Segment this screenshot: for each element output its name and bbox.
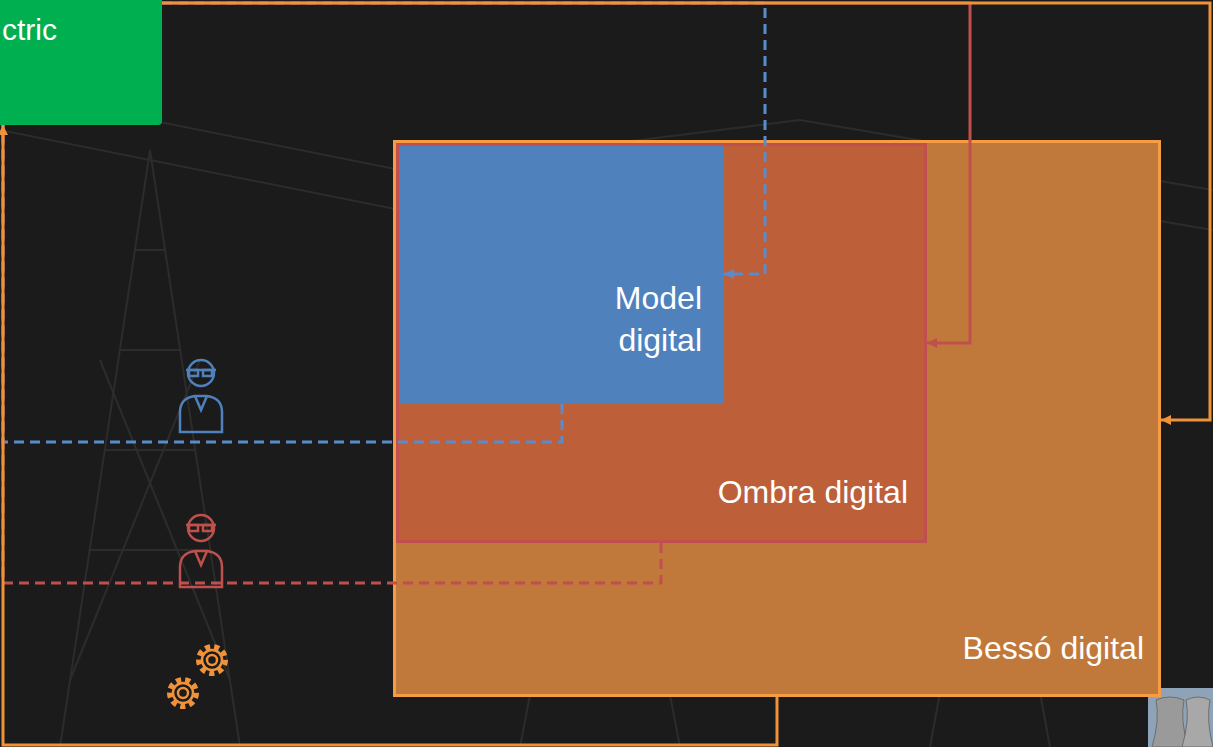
connector <box>3 125 777 745</box>
node-label: ctric <box>2 10 57 49</box>
twin-box: Bessó digital Ombra digital Model digital <box>393 140 1161 697</box>
connector <box>3 125 661 583</box>
shadow-box: Ombra digital Model digital <box>396 143 927 543</box>
connector <box>162 3 970 343</box>
gears-icon <box>170 647 225 706</box>
connector <box>162 3 1210 420</box>
connector <box>162 3 765 274</box>
node-label: Model digital <box>562 278 702 361</box>
engineer-icon <box>180 360 222 432</box>
system-box: ctric <box>0 0 162 125</box>
model-box: Model digital <box>399 146 724 404</box>
node-label: Ombra digital <box>718 472 908 514</box>
connector <box>3 125 562 442</box>
node-label: Bessó digital <box>963 628 1144 670</box>
engineer-icon <box>180 515 222 587</box>
